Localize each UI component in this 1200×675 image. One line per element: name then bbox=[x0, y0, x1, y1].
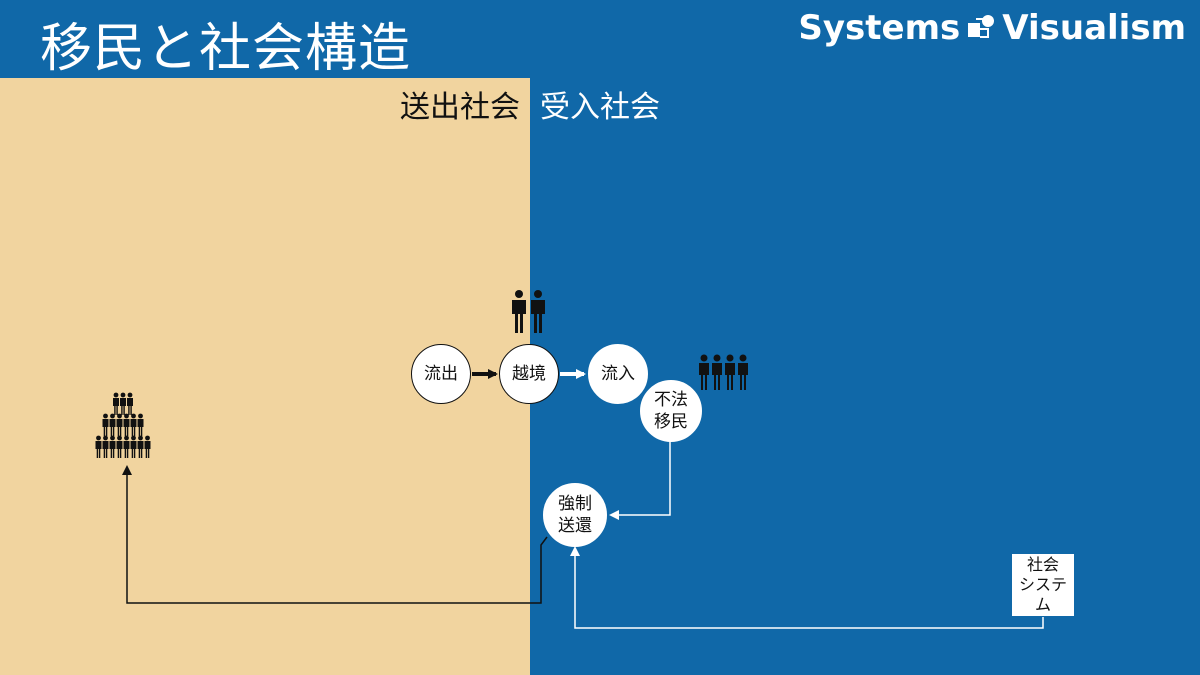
inflow-node: 流入 bbox=[588, 344, 648, 404]
crowd-person-body bbox=[137, 441, 144, 458]
crowd-person-body bbox=[123, 441, 130, 458]
social-system-node: 社会 システム bbox=[1012, 554, 1074, 616]
crowd-person-head bbox=[103, 413, 108, 419]
receiving-society-label: 受入社会 bbox=[540, 90, 660, 125]
crowd-person-head bbox=[124, 435, 129, 441]
crowd-person-head bbox=[117, 413, 122, 419]
outflow-node: 流出 bbox=[411, 344, 471, 404]
crowd-person-body bbox=[109, 419, 116, 436]
crowd-person-body bbox=[130, 441, 137, 458]
brand-suffix: Visualism bbox=[1002, 8, 1186, 48]
crowd-person-head bbox=[138, 435, 143, 441]
crowd-person-head bbox=[145, 435, 150, 441]
crowd-person-head bbox=[127, 392, 133, 398]
border-crossing-node: 越境 bbox=[499, 344, 559, 404]
crowd-person-body bbox=[130, 419, 137, 436]
crowd-person-body bbox=[113, 398, 119, 415]
crowd-person-head bbox=[103, 435, 108, 441]
deportation-to-sending-arrow bbox=[122, 465, 548, 604]
systems-visualism-logo-icon bbox=[968, 15, 995, 38]
crowd-person-body bbox=[102, 441, 109, 458]
two-people-icon bbox=[512, 290, 545, 333]
crowd-person-head bbox=[110, 435, 115, 441]
crowd-person-body bbox=[127, 398, 133, 415]
brand-name: Systems bbox=[798, 8, 961, 48]
crowd-person-head bbox=[110, 413, 115, 419]
illegal-to-deportation-arrow bbox=[609, 432, 671, 520]
page-title: 移民と社会構造 bbox=[40, 19, 412, 79]
crowd-person-head bbox=[120, 392, 126, 398]
system-to-deportation-arrow bbox=[570, 546, 1044, 629]
crowd-person-body bbox=[116, 441, 123, 458]
crowd-person-head bbox=[124, 413, 129, 419]
crowd-person-head bbox=[131, 413, 136, 419]
crowd-person-head bbox=[138, 413, 143, 419]
crowd-person-body bbox=[120, 398, 126, 415]
crowd-person-body bbox=[102, 419, 109, 436]
crowd-person-body bbox=[144, 441, 151, 458]
crowd-person-body bbox=[109, 441, 116, 458]
crowd-person-body bbox=[95, 441, 102, 458]
people-pyramid-icon bbox=[95, 392, 151, 458]
crowd-person-head bbox=[117, 435, 122, 441]
crowd-person-head bbox=[113, 392, 119, 398]
four-people-icon bbox=[699, 354, 748, 390]
crowd-person-body bbox=[137, 419, 144, 436]
deportation-node: 強制 送還 bbox=[543, 483, 607, 547]
brand: Systems Visualism bbox=[798, 6, 1186, 50]
crowd-person-head bbox=[131, 435, 136, 441]
crowd-person-head bbox=[96, 435, 101, 441]
sending-society-label: 送出社会 bbox=[400, 90, 520, 125]
header-bar bbox=[0, 0, 1200, 78]
crowd-person-body bbox=[116, 419, 123, 436]
crowd-person-body bbox=[123, 419, 130, 436]
illegal-immigrants-node: 不法 移民 bbox=[640, 380, 702, 442]
